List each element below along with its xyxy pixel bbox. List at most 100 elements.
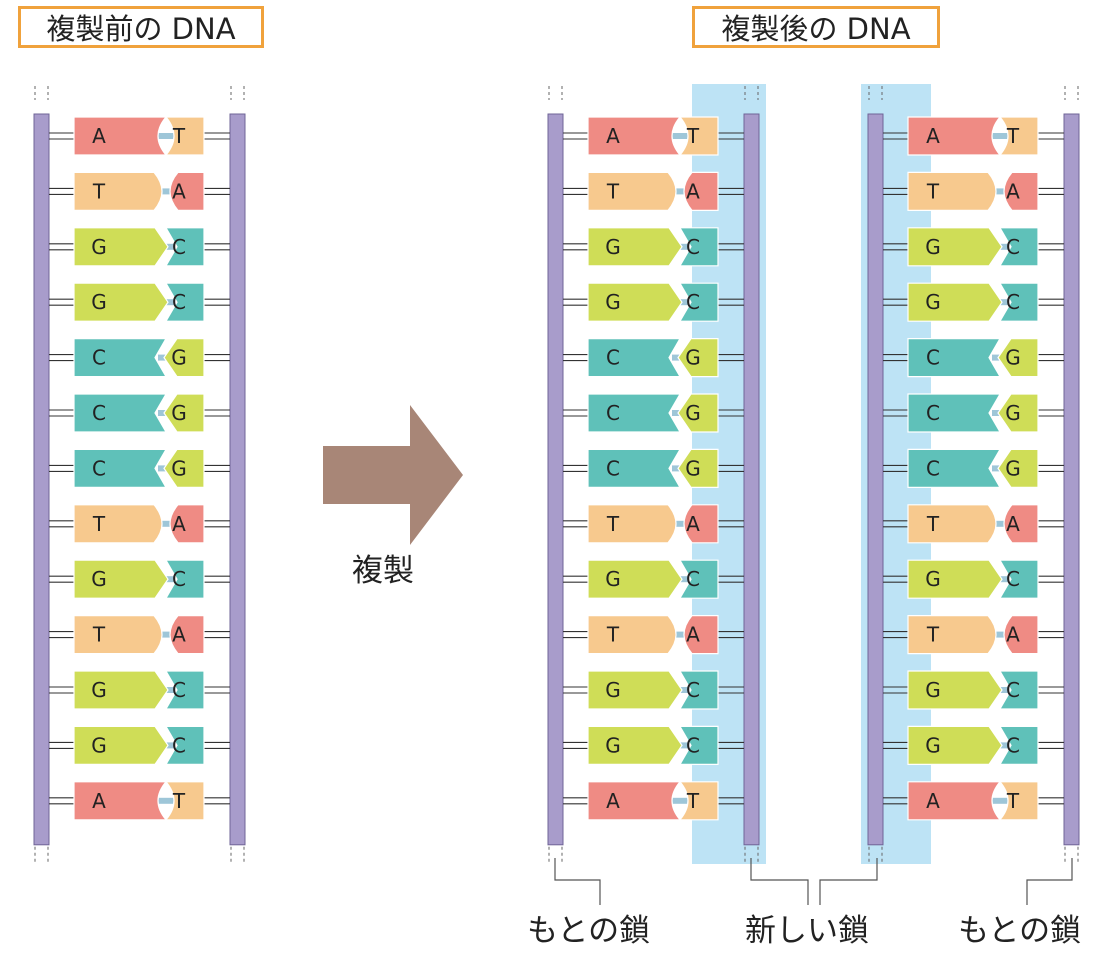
base-letter: C	[686, 567, 700, 591]
base-C-left	[907, 338, 1002, 378]
base-G-left	[907, 670, 1003, 710]
base-letter: C	[606, 346, 620, 370]
base-letter: C	[92, 346, 106, 370]
base-letter: G	[605, 678, 621, 702]
base-C-right	[678, 227, 719, 267]
base-letter: T	[686, 789, 700, 813]
label-left-original-strand: もとの鎖	[527, 913, 651, 949]
base-letter: G	[605, 567, 621, 591]
base-letter: C	[172, 678, 186, 702]
base-C-right	[678, 725, 719, 765]
base-letter: G	[1005, 401, 1021, 425]
base-letter: C	[172, 567, 186, 591]
base-letter: G	[91, 290, 107, 314]
base-G-right	[677, 448, 719, 488]
base-letter: G	[685, 456, 701, 480]
base-letter: C	[1006, 678, 1020, 702]
base-letter: T	[92, 623, 106, 647]
base-A-right	[169, 171, 205, 211]
leader-line-new-1	[750, 858, 809, 905]
base-A-left	[73, 781, 168, 821]
base-C-right	[164, 227, 205, 267]
base-A-left	[587, 116, 682, 156]
base-letter: T	[1006, 789, 1020, 813]
base-letter: C	[606, 456, 620, 480]
new-strand-highlights	[692, 84, 931, 864]
base-letter: G	[171, 401, 187, 425]
base-letter: C	[686, 235, 700, 259]
base-letter: G	[605, 235, 621, 259]
hydrogen-bond	[158, 797, 174, 804]
base-letter: C	[926, 401, 940, 425]
base-T-right	[998, 116, 1039, 156]
hydrogen-bond	[158, 188, 174, 195]
base-A-right	[169, 615, 205, 655]
leader-line-right-original	[1026, 858, 1073, 905]
base-G-left	[587, 725, 683, 765]
base-letter: A	[606, 789, 620, 813]
base-letter: T	[92, 512, 106, 536]
base-G-left	[587, 559, 683, 599]
base-letter: C	[926, 456, 940, 480]
base-C-right	[998, 670, 1039, 710]
base-letter: G	[685, 401, 701, 425]
base-C-right	[678, 670, 719, 710]
base-letter: C	[1006, 235, 1020, 259]
base-A-left	[587, 781, 682, 821]
hydrogen-bond	[672, 133, 688, 139]
base-letter: C	[686, 678, 700, 702]
base-G-right	[677, 338, 719, 378]
base-G-right	[163, 338, 205, 378]
base-T-left	[587, 171, 677, 211]
base-C-right	[998, 282, 1039, 322]
backbone-strand	[743, 113, 760, 846]
base-letter: G	[605, 733, 621, 757]
base-letter: G	[171, 456, 187, 480]
replication-arrow	[323, 405, 463, 545]
base-C-right	[164, 725, 205, 765]
base-letter: T	[606, 179, 620, 203]
base-G-right	[997, 448, 1039, 488]
title-before-replication: 複製前の DNA	[18, 6, 264, 48]
base-G-left	[907, 559, 1003, 599]
base-A-left	[907, 116, 1002, 156]
base-G-right	[677, 393, 719, 433]
base-A-left	[907, 781, 1002, 821]
base-letter: A	[926, 789, 940, 813]
base-letter: A	[92, 789, 106, 813]
base-C-left	[587, 393, 682, 433]
base-letter: C	[172, 733, 186, 757]
base-C-right	[998, 227, 1039, 267]
base-letter: T	[172, 789, 186, 813]
base-letter: C	[92, 456, 106, 480]
base-letter: C	[92, 401, 106, 425]
base-letter: A	[686, 512, 700, 536]
hydrogen-bond	[992, 133, 1008, 139]
base-letter: T	[1006, 124, 1020, 148]
base-A-right	[1003, 504, 1039, 544]
base-letter: G	[1005, 456, 1021, 480]
base-G-left	[587, 282, 683, 322]
base-C-left	[587, 448, 682, 488]
base-letter: T	[172, 124, 186, 148]
base-letter: A	[926, 124, 940, 148]
base-letter: C	[686, 290, 700, 314]
base-T-left	[73, 615, 163, 655]
